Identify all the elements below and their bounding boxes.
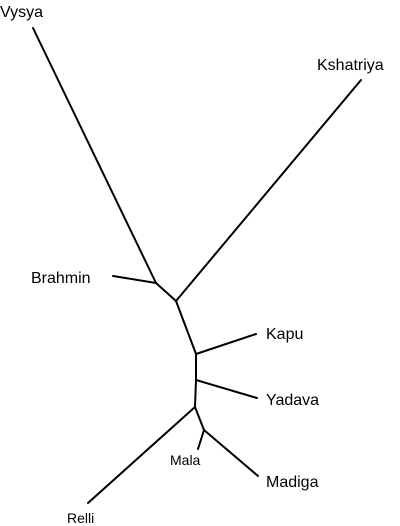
branch-n2-brahmin [112,275,157,284]
branch-n6-madiga [203,429,259,477]
branch-n2-vysya [32,27,157,284]
branch-n5-relli [87,406,196,504]
leaf-label-mala: Mala [170,452,201,468]
tree-branches [32,27,362,504]
leaf-label-madiga: Madiga [266,474,319,491]
branch-n1-kshatriya [175,79,362,302]
branch-n1-n3 [175,300,197,355]
branch-n1-n2 [155,282,177,302]
branch-n4-n5 [194,379,197,408]
leaf-label-relli: Relli [67,510,94,526]
leaf-label-kapu: Kapu [266,326,303,343]
branch-n4-yadava [195,379,258,399]
leaf-label-yadava: Yadava [266,392,319,409]
leaf-label-vysya: Vysya [0,4,43,21]
tree-labels: VysyaKshatriyaBrahminKapuYadavaMalaMadig… [0,4,384,526]
branch-n6-mala [197,429,205,450]
branch-n3-kapu [195,333,257,355]
leaf-label-brahmin: Brahmin [31,270,91,287]
branch-n5-n6 [194,406,205,431]
leaf-label-kshatriya: Kshatriya [317,57,384,74]
